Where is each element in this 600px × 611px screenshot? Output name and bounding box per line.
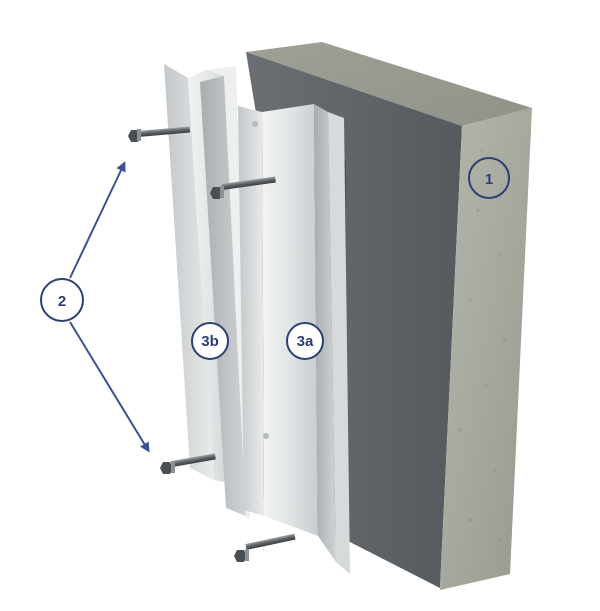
profile-3a-return bbox=[328, 112, 350, 574]
profile-3a bbox=[238, 104, 350, 574]
callout-screws-label: 2 bbox=[58, 293, 66, 310]
concrete-wall-side bbox=[246, 52, 462, 588]
profile-3a-fold bbox=[314, 104, 336, 562]
profile-3a-flange bbox=[238, 106, 264, 516]
profile-3b-inner-flange bbox=[206, 66, 250, 520]
arrow-up bbox=[69, 161, 126, 279]
screw-arrows bbox=[69, 161, 150, 453]
screw-top-left bbox=[128, 126, 191, 142]
callout-screws: 2 bbox=[40, 278, 84, 322]
hex-head-icon bbox=[234, 550, 247, 562]
concrete-wall-top bbox=[246, 42, 532, 126]
profile-3b-fold bbox=[200, 76, 246, 516]
profile-3b-flange bbox=[164, 64, 214, 480]
screw-bottom-front bbox=[234, 533, 296, 562]
callout-profile-3b: 3b bbox=[191, 322, 229, 360]
screw-bottom-left bbox=[160, 453, 216, 474]
callout-profile-3a-label: 3a bbox=[297, 333, 314, 350]
callout-wall: 1 bbox=[468, 157, 510, 199]
screw-middle bbox=[210, 176, 276, 199]
callout-wall-label: 1 bbox=[485, 171, 493, 188]
profile-3b bbox=[164, 64, 250, 520]
hex-head-icon bbox=[160, 462, 173, 474]
callout-profile-3a: 3a bbox=[286, 322, 324, 360]
profile-3a-hole-top bbox=[252, 121, 258, 127]
concrete-texture bbox=[298, 68, 507, 542]
arrow-down bbox=[69, 321, 150, 453]
callout-profile-3b-label: 3b bbox=[201, 333, 219, 350]
concrete-wall-front bbox=[440, 108, 532, 590]
hex-head-icon bbox=[210, 187, 223, 199]
profile-3a-web bbox=[262, 104, 318, 536]
profile-3a-hole-bottom bbox=[263, 433, 269, 439]
